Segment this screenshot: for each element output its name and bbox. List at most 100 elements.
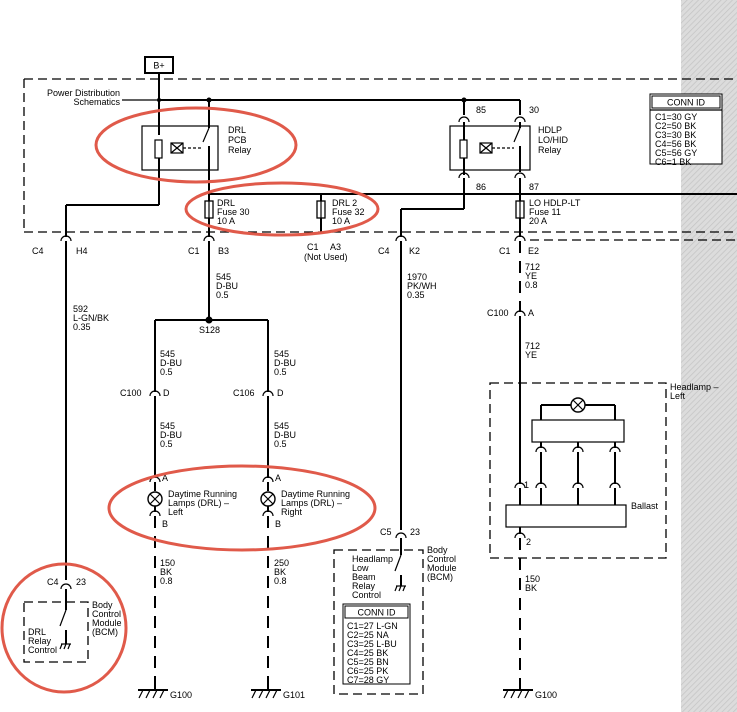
conn-c4-k2-b: K2 bbox=[409, 246, 420, 256]
conn-id-bcm-row: C6=25 PK bbox=[347, 666, 388, 676]
wire-545-main-1: 545 bbox=[216, 272, 231, 282]
wire-150-hl-1: 150 bbox=[525, 574, 540, 584]
lamp-left-label-1: Daytime Running bbox=[168, 489, 237, 499]
conn-id-row: C3=30 BK bbox=[655, 130, 696, 140]
lamp-left-pin-b: B bbox=[162, 519, 168, 529]
bcm2-label-2: Control bbox=[427, 554, 456, 564]
highlight-bcm-drl bbox=[0, 562, 128, 694]
bcm-label-3: Module bbox=[92, 618, 122, 628]
conn-c106-d-a: C106 bbox=[233, 388, 255, 398]
fuse-lo-label-1: LO HDLP-LT bbox=[529, 198, 581, 208]
bcm-hl-label-5: Control bbox=[352, 590, 381, 600]
conn-id-bcm-row: C5=25 BN bbox=[347, 657, 389, 667]
connector-c4-h4 bbox=[60, 235, 72, 242]
headlamp-label-1: Headlamp – bbox=[670, 382, 719, 392]
conn-id-bcm-row: C4=25 BK bbox=[347, 648, 388, 658]
wire-545-r1-1: 545 bbox=[274, 349, 289, 359]
fuse-drl-label-3: 10 A bbox=[217, 216, 235, 226]
wire-592-label-1: 592 bbox=[73, 304, 88, 314]
lamp-right-label-2: Lamps (DRL) – bbox=[281, 498, 342, 508]
fuse-drl2-label-1: DRL 2 bbox=[332, 198, 357, 208]
conn-id-bcm-title: CONN ID bbox=[358, 608, 397, 618]
wire-712-b-2: YE bbox=[525, 350, 537, 360]
ground-g100b-label: G100 bbox=[535, 690, 557, 700]
connector-c100-a bbox=[514, 310, 526, 317]
conn-c5-23-b: 23 bbox=[410, 527, 420, 537]
wire-545-l2-1: 545 bbox=[160, 421, 175, 431]
conn-id-table-fuse-block bbox=[649, 93, 723, 165]
ground-g100-label: G100 bbox=[170, 690, 192, 700]
bcm-drl-module bbox=[23, 589, 89, 663]
connector-c4-23 bbox=[60, 583, 72, 590]
connector-c4-k2 bbox=[395, 235, 407, 242]
ballast-label: Ballast bbox=[631, 501, 659, 511]
conn-c100-d-b: D bbox=[163, 388, 170, 398]
conn-id-bcm-row: C3=25 L-BU bbox=[347, 639, 397, 649]
fuse-lo-label-3: 20 A bbox=[529, 216, 547, 226]
wire-592-label-2: L-GN/BK bbox=[73, 313, 109, 323]
wire-250-r-3: 0.8 bbox=[274, 576, 287, 586]
fuse-drl2-label-2: Fuse 32 bbox=[332, 207, 365, 217]
conn-c1-e2-a: C1 bbox=[499, 246, 511, 256]
headlamp-label-2: Left bbox=[670, 391, 686, 401]
wire-150-l-1: 150 bbox=[160, 558, 175, 568]
conn-c1-e2-b: E2 bbox=[528, 246, 539, 256]
wire-150-l-2: BK bbox=[160, 567, 172, 577]
ground-g101-label: G101 bbox=[283, 690, 305, 700]
bcm-drl-label-3: Control bbox=[28, 645, 57, 655]
bcm-drl-label-2: Relay bbox=[28, 636, 52, 646]
wire-545-l1-1: 545 bbox=[160, 349, 175, 359]
splice-label: S128 bbox=[199, 325, 220, 335]
power-distribution-label-2: Schematics bbox=[73, 97, 120, 107]
highlight-drl-relay bbox=[94, 106, 298, 184]
fuse-drl2-label-3: 10 A bbox=[332, 216, 350, 226]
highlight-drl-fuses bbox=[184, 181, 380, 237]
connector-c106-d bbox=[262, 390, 274, 397]
conn-id-row: C6=1 BK bbox=[655, 157, 691, 167]
drl-relay-label-3: Relay bbox=[228, 145, 252, 155]
connector-c5-23 bbox=[395, 532, 407, 539]
fuse-lo-label-2: Fuse 11 bbox=[529, 207, 561, 217]
bcm-hl-label-1: Headlamp bbox=[352, 554, 393, 564]
wire-592-label-3: 0.35 bbox=[73, 322, 91, 332]
wire-545-r1-2: D-BU bbox=[274, 358, 296, 368]
wire-712-b-1: 712 bbox=[525, 341, 540, 351]
conn-c4-h4-b: H4 bbox=[76, 246, 88, 256]
lamp-left-pin-a: A bbox=[162, 473, 168, 483]
bcm2-label-4: (BCM) bbox=[427, 572, 453, 582]
conn-c100-a-a: C100 bbox=[487, 308, 509, 318]
hdlp-pin-30: 30 bbox=[529, 105, 539, 115]
lamp-right-label-1: Daytime Running bbox=[281, 489, 350, 499]
hdlp-relay-label-3: Relay bbox=[538, 145, 562, 155]
connector-c1-e2 bbox=[514, 235, 526, 242]
conn-c5-23-a: C5 bbox=[380, 527, 392, 537]
ground-g100-left bbox=[138, 684, 168, 699]
fuse-lo-hdlp-11 bbox=[515, 200, 525, 219]
drl-relay-label-2: PCB bbox=[228, 135, 247, 145]
conn-not-used: (Not Used) bbox=[304, 252, 348, 262]
bcm-hl-label-3: Beam bbox=[352, 572, 376, 582]
bcm-hl-label-2: Low bbox=[352, 563, 369, 573]
conn-c1-b3-a: C1 bbox=[188, 246, 200, 256]
conn-c4-23-b: 23 bbox=[76, 577, 86, 587]
ballast-pin-2: 2 bbox=[526, 537, 531, 547]
bcm-label-2: Control bbox=[92, 609, 121, 619]
wire-545-r2-1: 545 bbox=[274, 421, 289, 431]
lamp-right-pin-b: B bbox=[275, 519, 281, 529]
wire-250-r-2: BK bbox=[274, 567, 286, 577]
conn-c4-23-a: C4 bbox=[47, 577, 59, 587]
lamp-right-pin-a: A bbox=[275, 473, 281, 483]
battery-label: B+ bbox=[153, 61, 164, 71]
wire-1970-2: PK/WH bbox=[407, 281, 437, 291]
conn-c1-a3-a: C1 bbox=[307, 242, 319, 252]
wire-545-r2-2: D-BU bbox=[274, 430, 296, 440]
conn-id-row: C1=30 GY bbox=[655, 112, 697, 122]
power-distribution-label-1: Power Distribution bbox=[47, 88, 120, 98]
lamp-right-label-3: Right bbox=[281, 507, 303, 517]
ground-g101 bbox=[251, 684, 281, 699]
wire-150-l-3: 0.8 bbox=[160, 576, 173, 586]
fuse-block-boundary bbox=[23, 78, 737, 241]
wire-712-a-1: 712 bbox=[525, 262, 540, 272]
connector-c1-b3 bbox=[203, 235, 215, 242]
